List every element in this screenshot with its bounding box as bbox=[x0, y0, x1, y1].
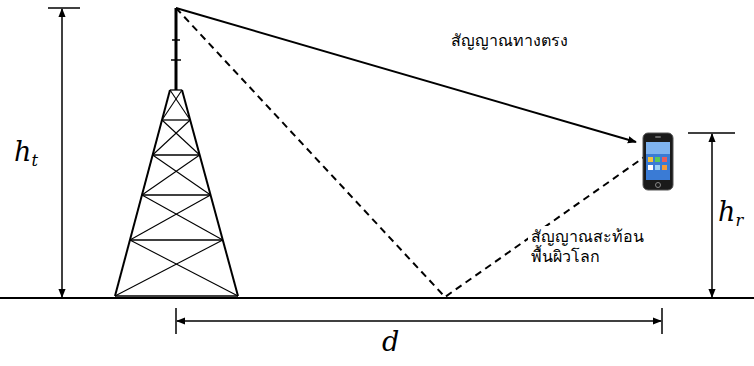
tower-strut bbox=[130, 195, 211, 240]
math-subscript: r bbox=[735, 211, 743, 230]
dimension-tick bbox=[688, 132, 735, 134]
dimension-tick bbox=[175, 308, 177, 334]
tower-strut bbox=[153, 120, 191, 155]
math-symbol: h bbox=[718, 196, 735, 227]
tower-strut bbox=[162, 119, 190, 120]
tower-strut bbox=[171, 59, 181, 61]
tower-strut bbox=[115, 90, 170, 296]
tower-strut bbox=[175, 8, 178, 90]
dimension-arrow bbox=[61, 9, 63, 297]
reflected-signal bbox=[176, 8, 660, 297]
tower-strut bbox=[142, 155, 200, 195]
tower-strut bbox=[142, 195, 223, 240]
tower-strut bbox=[170, 89, 182, 90]
tower-strut bbox=[182, 90, 238, 296]
tower-strut bbox=[162, 90, 182, 120]
tower-strut bbox=[153, 154, 200, 155]
math-symbol: h bbox=[14, 136, 31, 167]
tower-strut bbox=[130, 239, 223, 240]
tower-strut bbox=[170, 90, 190, 120]
height-label: hr bbox=[716, 198, 745, 229]
phone-icon bbox=[643, 133, 673, 190]
distance-label: d bbox=[380, 328, 401, 355]
tower-strut bbox=[115, 240, 223, 296]
tower-strut bbox=[153, 155, 211, 195]
tower bbox=[115, 8, 238, 296]
height-label: ht bbox=[12, 138, 40, 169]
signal-label: สัญญาณทางตรง bbox=[448, 30, 571, 52]
tower-strut bbox=[162, 120, 200, 155]
tower-strut bbox=[142, 194, 211, 195]
math-subscript: t bbox=[31, 151, 38, 170]
tower-strut bbox=[172, 39, 180, 41]
dimension-tick bbox=[48, 7, 80, 9]
tower-strut bbox=[130, 240, 238, 296]
dimension-arrow bbox=[177, 320, 661, 322]
signal-label: สัญญาณสะท้อน พื้นผิวโลก bbox=[528, 226, 652, 268]
dimension-arrow bbox=[711, 134, 713, 297]
direct-signal bbox=[176, 8, 636, 142]
dimension-tick bbox=[661, 308, 663, 334]
ground-line bbox=[0, 297, 754, 299]
tower-strut bbox=[115, 295, 238, 296]
